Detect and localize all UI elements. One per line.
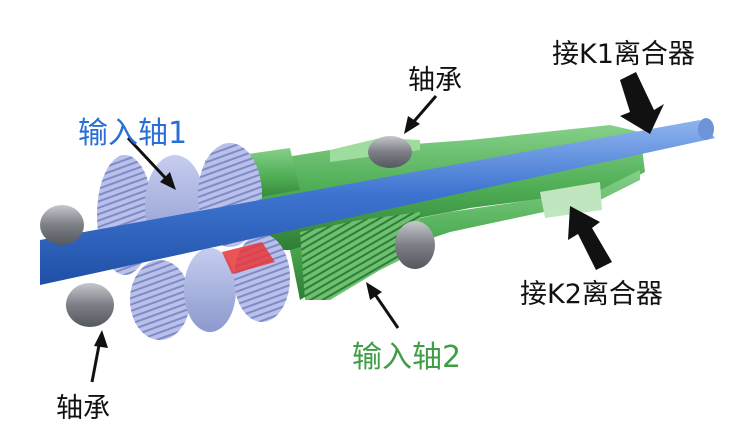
label-input-shaft-1: 输入轴1 xyxy=(78,116,188,151)
label-bearing-top: 轴承 xyxy=(408,65,462,96)
arrow-input-shaft-2 xyxy=(366,282,400,329)
bearing-left-bottom xyxy=(66,283,114,327)
label-input-shaft-2: 输入轴2 xyxy=(352,340,462,375)
bearing-top xyxy=(368,136,412,168)
label-clutch-k1: 接K1离合器 xyxy=(552,39,695,70)
arrow-bearing-bottom xyxy=(90,330,108,383)
arrow-clutch-k1 xyxy=(620,72,664,134)
inner-shaft xyxy=(40,118,715,285)
highlight-region xyxy=(222,242,275,274)
arrow-bearing-top xyxy=(404,95,438,134)
label-bearing-bottom: 轴承 xyxy=(56,393,110,424)
arrow-input-shaft-1 xyxy=(126,136,176,190)
bearing-right xyxy=(395,221,435,269)
arrow-clutch-k2 xyxy=(568,206,612,270)
label-clutch-k2: 接K2离合器 xyxy=(520,279,663,310)
bearing-left-top xyxy=(40,205,84,245)
